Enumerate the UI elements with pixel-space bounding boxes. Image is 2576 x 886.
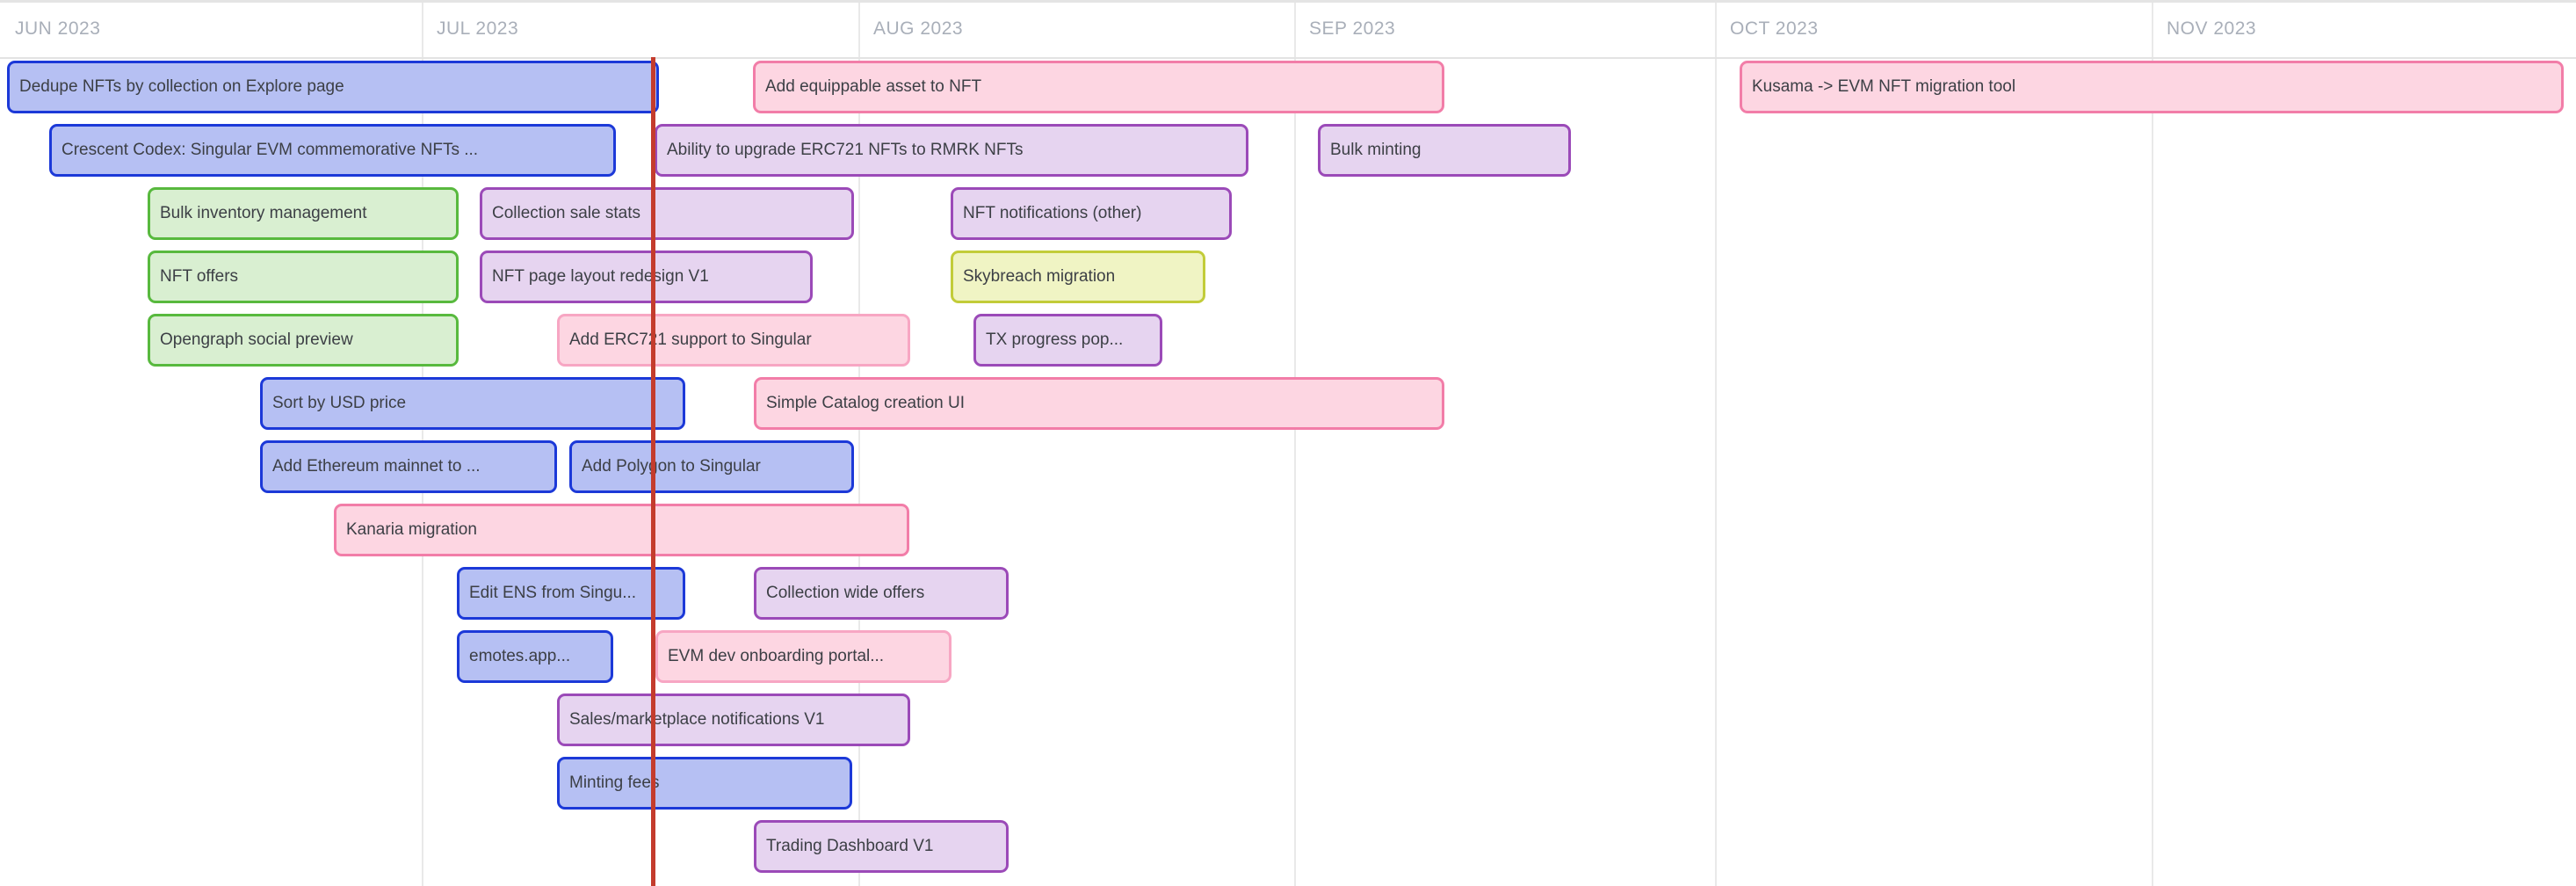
task-bar[interactable]: Bulk minting — [1318, 124, 1571, 177]
task-bar-label: Add ERC721 support to Singular — [569, 330, 812, 349]
task-bar[interactable]: Edit ENS from Singu... — [457, 567, 685, 620]
task-bar-label: NFT offers — [160, 267, 239, 286]
task-bar-label: Trading Dashboard V1 — [766, 837, 934, 855]
task-bar[interactable]: Sort by USD price — [260, 377, 685, 430]
task-bar-label: Bulk inventory management — [160, 204, 367, 222]
task-bar[interactable]: NFT notifications (other) — [951, 187, 1232, 240]
task-bar[interactable]: Add ERC721 support to Singular — [557, 314, 910, 367]
today-line — [651, 57, 655, 886]
task-bar[interactable]: Bulk inventory management — [148, 187, 459, 240]
task-bar-label: Opengraph social preview — [160, 330, 353, 349]
task-bar[interactable]: emotes.app... — [457, 630, 613, 683]
month-label: AUG 2023 — [873, 18, 964, 39]
task-bar[interactable]: Opengraph social preview — [148, 314, 459, 367]
task-bar[interactable]: Dedupe NFTs by collection on Explore pag… — [7, 61, 659, 113]
task-bar[interactable]: NFT page layout redesign V1 — [480, 251, 813, 303]
task-bar-label: Sales/marketplace notifications V1 — [569, 710, 825, 729]
task-bar[interactable]: Ability to upgrade ERC721 NFTs to RMRK N… — [655, 124, 1248, 177]
task-bar-label: Ability to upgrade ERC721 NFTs to RMRK N… — [667, 141, 1024, 159]
month-label: NOV 2023 — [2167, 18, 2257, 39]
task-bar-label: Simple Catalog creation UI — [766, 394, 965, 412]
task-bar[interactable]: Simple Catalog creation UI — [754, 377, 1444, 430]
task-bar-label: Kanaria migration — [346, 520, 477, 539]
task-bar-label: Skybreach migration — [963, 267, 1116, 286]
task-bar-label: Minting fees — [569, 773, 660, 792]
month-label: JUL 2023 — [437, 18, 519, 39]
task-bar-label: Add equippable asset to NFT — [765, 77, 982, 96]
task-bar[interactable]: Sales/marketplace notifications V1 — [557, 694, 910, 746]
task-bar[interactable]: Skybreach migration — [951, 251, 1205, 303]
month-gridline — [858, 3, 860, 886]
month-gridline — [1715, 3, 1717, 886]
task-bar[interactable]: Collection wide offers — [754, 567, 1009, 620]
task-bar[interactable]: Add equippable asset to NFT — [753, 61, 1444, 113]
task-bar-label: Bulk minting — [1330, 141, 1422, 159]
task-bar[interactable]: Add Ethereum mainnet to ... — [260, 440, 557, 493]
task-bar-label: Add Polygon to Singular — [582, 457, 761, 476]
task-bar-label: EVM dev onboarding portal... — [668, 647, 885, 665]
task-bar-label: Kusama -> EVM NFT migration tool — [1752, 77, 2016, 96]
task-bar[interactable]: Crescent Codex: Singular EVM commemorati… — [49, 124, 616, 177]
task-bar-label: Crescent Codex: Singular EVM commemorati… — [62, 141, 479, 159]
task-bar-label: emotes.app... — [469, 647, 571, 665]
month-label: JUN 2023 — [15, 18, 101, 39]
task-bar-label: Dedupe NFTs by collection on Explore pag… — [19, 77, 344, 96]
task-bar[interactable]: Collection sale stats — [480, 187, 854, 240]
month-label: OCT 2023 — [1730, 18, 1819, 39]
task-bar[interactable]: Minting fees — [557, 757, 852, 810]
month-gridline — [1294, 3, 1296, 886]
task-bar-label: Edit ENS from Singu... — [469, 584, 637, 602]
task-bar-label: Add Ethereum mainnet to ... — [272, 457, 481, 476]
task-bar-label: Collection sale stats — [492, 204, 640, 222]
task-bar[interactable]: Trading Dashboard V1 — [754, 820, 1009, 873]
task-bar[interactable]: Kusama -> EVM NFT migration tool — [1740, 61, 2564, 113]
task-bar[interactable]: TX progress pop... — [973, 314, 1162, 367]
header-divider — [0, 57, 2576, 59]
task-bar-label: NFT page layout redesign V1 — [492, 267, 709, 286]
task-bar-label: TX progress pop... — [986, 330, 1124, 349]
task-bar[interactable]: EVM dev onboarding portal... — [655, 630, 952, 683]
task-bar[interactable]: Add Polygon to Singular — [569, 440, 854, 493]
task-bar[interactable]: NFT offers — [148, 251, 459, 303]
task-bar-label: NFT notifications (other) — [963, 204, 1142, 222]
task-bar[interactable]: Kanaria migration — [334, 504, 909, 556]
month-gridline — [2152, 3, 2153, 886]
task-bar-label: Sort by USD price — [272, 394, 407, 412]
month-label: SEP 2023 — [1309, 18, 1396, 39]
task-bar-label: Collection wide offers — [766, 584, 925, 602]
